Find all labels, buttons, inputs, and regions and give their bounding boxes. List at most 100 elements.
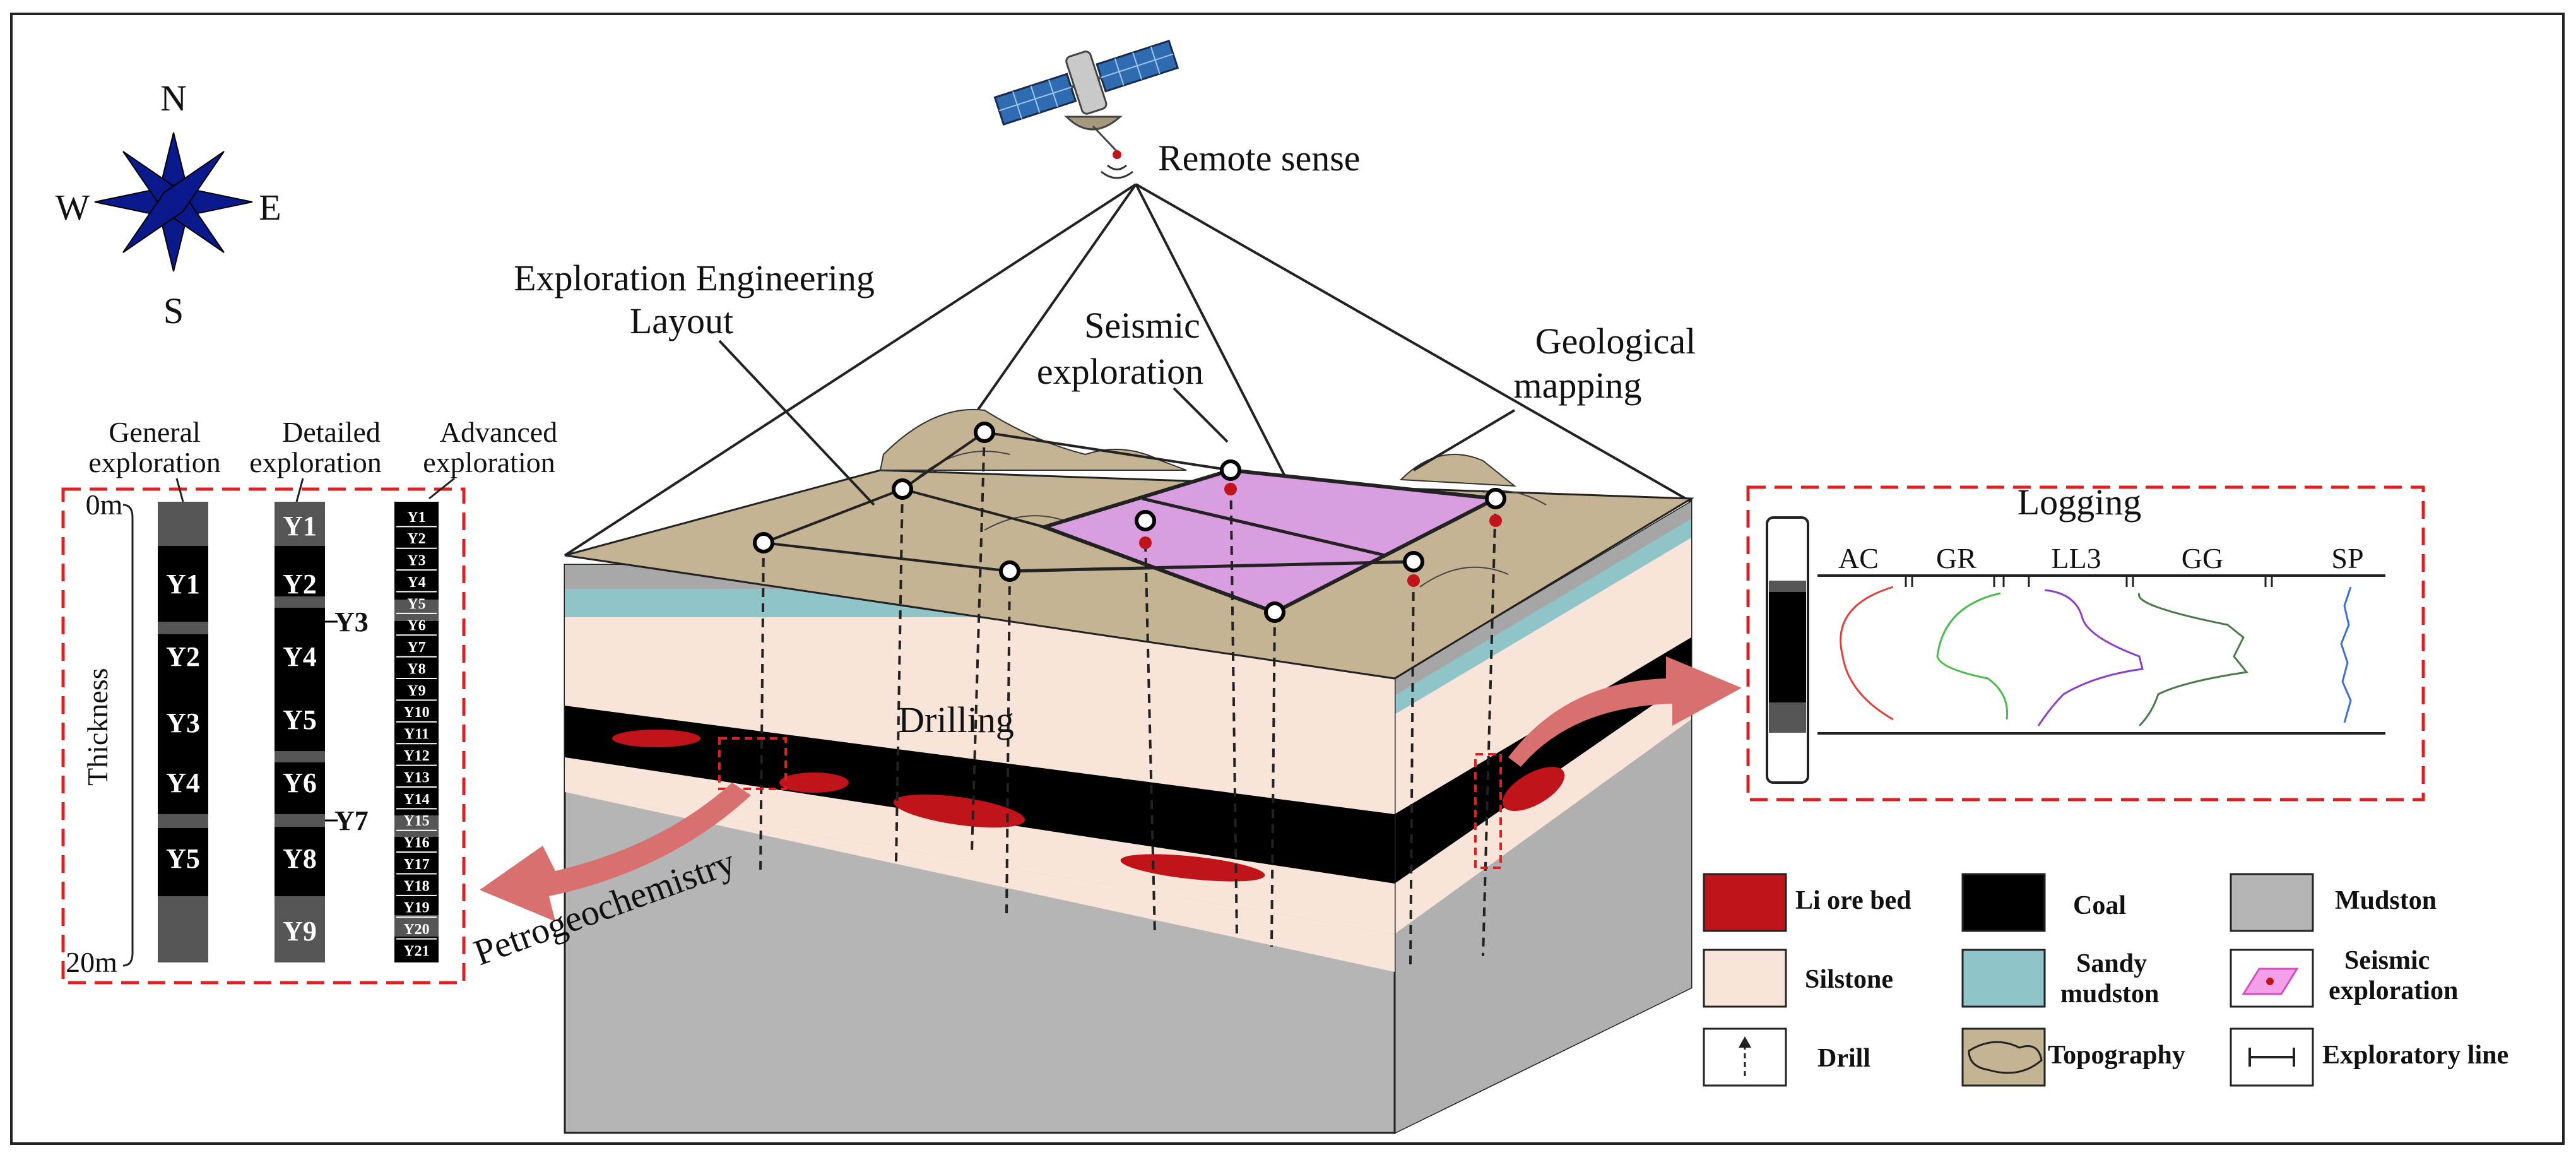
- columns-panel: [61, 487, 466, 985]
- gr-curve: [1936, 592, 2009, 720]
- legend-coal-swatch: [1961, 873, 2046, 932]
- detailed-side-label: Y7: [334, 805, 369, 836]
- logging-arrow-icon: [1508, 656, 1742, 767]
- legend-exploratory-label: Exploratory line: [2322, 1041, 2508, 1070]
- remote-sense-label: Remote sense: [1158, 138, 1361, 179]
- legend-seismic-label-1: Seismic: [2344, 946, 2430, 975]
- advanced-layer-label: Y9: [407, 683, 425, 699]
- depth-bottom: 20m: [66, 946, 117, 978]
- advanced-layer-label: Y3: [407, 553, 425, 569]
- logging-title: Logging: [2018, 482, 2142, 523]
- advanced-layer-label: Y15: [403, 813, 429, 829]
- advanced-layer-label: Y10: [403, 704, 429, 721]
- detailed-layer: Y5: [283, 704, 317, 735]
- advanced-layer-label: Y6: [407, 618, 425, 634]
- seismic-points: [1139, 483, 1502, 587]
- logging-panel: [1746, 485, 2425, 802]
- detailed-layer: Y8: [283, 843, 317, 874]
- legend: Li ore bed Coal Mudston Silstone Sandy m…: [1703, 873, 2508, 1087]
- detailed-label-1: Detailed: [282, 416, 381, 448]
- advanced-layer-label: Y20: [403, 921, 429, 938]
- gg-curve: [2137, 593, 2248, 727]
- legend-silstone-swatch: [1703, 949, 1787, 1008]
- advanced-layer-label: Y21: [403, 943, 429, 959]
- sp-curve: [2340, 586, 2352, 723]
- legend-sandy-swatch: [1961, 949, 2046, 1008]
- general-layer: Y4: [166, 767, 200, 798]
- legend-topography-label: Topography: [2048, 1041, 2185, 1070]
- logging-curve-label: GR: [1936, 542, 1976, 574]
- compass-s: S: [163, 290, 184, 331]
- legend-drill-label: Drill: [1817, 1044, 1870, 1073]
- advanced-layer-label: Y5: [407, 596, 425, 612]
- general-layer: Y3: [166, 707, 200, 738]
- advanced-layer-label: Y4: [407, 574, 425, 591]
- general-layer: Y5: [166, 843, 200, 874]
- borehole-icon: [1766, 516, 1809, 784]
- compass-n: N: [160, 78, 187, 119]
- logging-curve-label: GG: [2182, 542, 2223, 574]
- legend-mudston-label: Mudston: [2335, 886, 2437, 915]
- advanced-layer-label: Y12: [403, 748, 429, 764]
- detailed-layer: Y2: [283, 569, 317, 600]
- advanced-layer-label: Y19: [403, 900, 429, 916]
- compass-icon: [94, 132, 253, 272]
- advanced-layer-label: Y7: [407, 639, 425, 656]
- legend-li-ore-swatch: [1703, 873, 1787, 932]
- depth-top: 0m: [86, 488, 123, 521]
- seismic-label-1: Seismic: [1084, 305, 1200, 346]
- exploration-engineering-label-2: Layout: [630, 300, 733, 341]
- ac-curve: [1840, 586, 1894, 721]
- legend-seismic-label-2: exploration: [2329, 976, 2458, 1005]
- advanced-layer-label: Y11: [404, 726, 429, 743]
- advanced-label-1: Advanced: [440, 416, 557, 448]
- general-layer: Y1: [166, 569, 200, 600]
- advanced-layer-label: Y8: [407, 661, 425, 677]
- legend-silstone-label: Silstone: [1805, 965, 1893, 994]
- outer-frame: [10, 13, 2565, 1145]
- ll3-curve: [2037, 589, 2144, 726]
- logging-curve-label: LL3: [2051, 542, 2101, 574]
- legend-sandy-label-1: Sandy: [2076, 949, 2147, 978]
- detailed-label-2: exploration: [249, 446, 382, 478]
- advanced-layer-label: Y17: [403, 856, 429, 873]
- block-diagram: [564, 408, 1695, 1135]
- advanced-layer-label: Y13: [403, 769, 429, 786]
- exploration-leader: [718, 340, 875, 506]
- legend-mudston-swatch: [2230, 873, 2314, 932]
- advanced-layer-label: Y1: [407, 509, 425, 526]
- logging-curve-label: SP: [2331, 542, 2363, 574]
- compass-w: W: [56, 187, 90, 228]
- thickness-label: Thickness: [81, 668, 114, 786]
- satellite-icon: [993, 39, 1179, 179]
- advanced-layer-label: Y18: [403, 878, 429, 894]
- general-column: [158, 502, 208, 962]
- detailed-layer: Y6: [283, 767, 317, 798]
- advanced-label-2: exploration: [423, 446, 555, 478]
- geological-label-2: mapping: [1514, 365, 1642, 406]
- legend-topography-swatch: [1961, 1027, 2046, 1087]
- general-label-1: General: [109, 416, 201, 448]
- seismic-leader: [1173, 387, 1229, 443]
- drill-markers: [753, 422, 1506, 623]
- legend-li-ore-label: Li ore bed: [1795, 886, 1911, 915]
- geological-leader: [1412, 409, 1516, 471]
- exploration-engineering-label-1: Exploration Engineering: [514, 257, 875, 299]
- advanced-column: [394, 502, 439, 962]
- advanced-layer-labels: Y1Y2Y3Y4Y5Y6Y7Y8Y9Y10Y11Y12Y13Y14Y15Y16Y…: [396, 509, 437, 959]
- detailed-layer: Y1: [283, 511, 317, 542]
- advanced-layer-label: Y16: [403, 835, 429, 851]
- legend-sandy-label-2: mudston: [2060, 979, 2159, 1009]
- sample-box-right: [1474, 753, 1502, 869]
- detailed-side-label: Y3: [334, 607, 369, 637]
- seismic-label-2: exploration: [1037, 351, 1203, 392]
- detailed-layer: Y4: [283, 641, 317, 672]
- drill-lines: [759, 432, 1497, 966]
- sample-box-left: [718, 737, 787, 790]
- detailed-column: [275, 502, 325, 962]
- logging-curve-label: AC: [1838, 542, 1879, 574]
- legend-coal-label: Coal: [2073, 891, 2126, 920]
- general-layer: Y2: [166, 641, 200, 672]
- advanced-layer-label: Y14: [403, 791, 429, 808]
